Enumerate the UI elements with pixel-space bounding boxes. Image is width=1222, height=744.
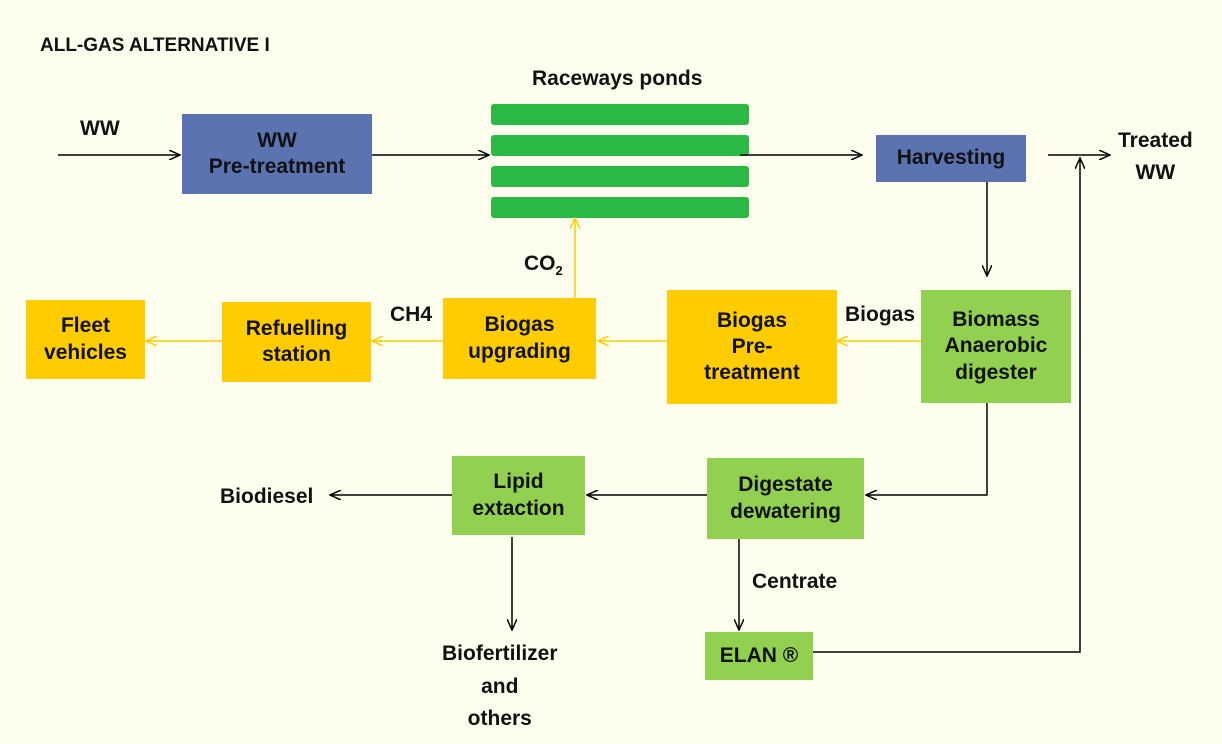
biogas-pretreatment-box: Biogas Pre- treatment [667,290,837,404]
biogas-upgrading-box: Biogas upgrading [443,298,596,379]
digestate-dewatering-box: Digestate dewatering [707,458,864,539]
biofertilizer-label: Biofertilizer and others [442,642,558,731]
co2-label: CO2 [524,252,563,279]
biogas-label: Biogas [845,303,916,326]
ww-pretreatment-box: WW Pre-treatment [182,114,372,194]
elan-box: ELAN ® [705,632,813,680]
centrate-label: Centrate [752,570,838,593]
ch4-label: CH4 [390,303,433,326]
biomass-digester-box: Biomass Anaerobic digester [921,290,1071,403]
raceway-pond-3 [491,166,749,187]
harvesting-box: Harvesting [876,135,1026,182]
co2-subscript: 2 [555,263,563,279]
fleet-vehicles-box: Fleet vehicles [26,300,145,379]
arrow-elan-to-treated [813,158,1080,653]
refuelling-station-box: Refuelling station [222,302,371,382]
diagram-title: ALL-GAS ALTERNATIVE I [40,35,270,56]
raceway-pond-4 [491,197,749,218]
raceway-pond-2 [491,135,749,156]
arrow-digester-to-dewatering [866,403,988,495]
raceways-label: Raceways ponds [532,67,703,90]
biodiesel-label: Biodiesel [220,485,314,508]
lipid-extraction-box: Lipid extaction [452,456,585,535]
raceway-pond-1 [491,104,749,125]
treated-ww-label: Treated WW [1118,129,1193,184]
ww-input-label: WW [80,117,120,140]
